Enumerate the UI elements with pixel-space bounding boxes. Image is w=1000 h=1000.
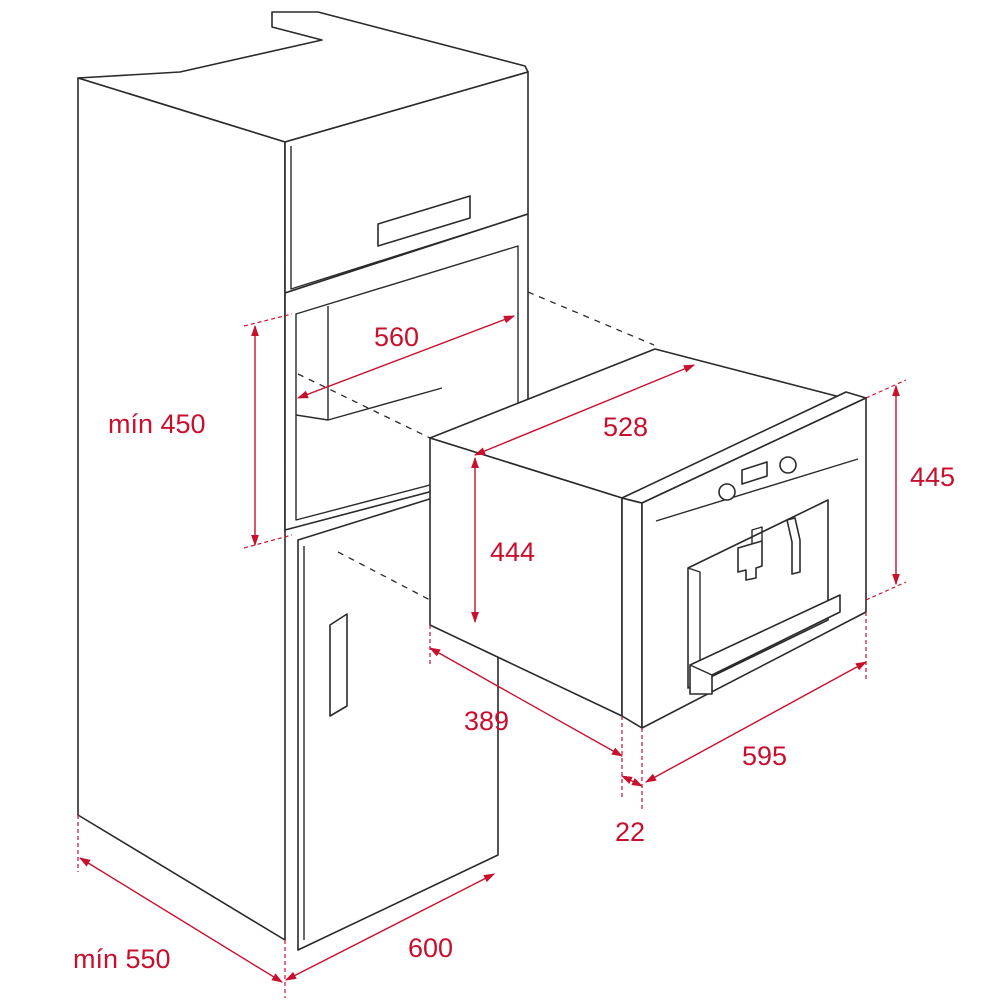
coffee-spout [737, 540, 763, 581]
label-560: 560 [374, 322, 419, 352]
label-444: 444 [490, 537, 535, 567]
label-595: 595 [742, 741, 787, 771]
label-22: 22 [615, 817, 645, 847]
label-528: 528 [603, 412, 648, 442]
dimension-lines [77, 313, 907, 998]
left-knob-icon [718, 483, 736, 501]
recess-inner-edge [687, 567, 701, 676]
right-knob-icon [779, 456, 797, 474]
upper-panel-handle [377, 195, 471, 247]
milk-tube [786, 517, 801, 575]
label-min-450: mín 450 [108, 409, 206, 439]
lower-door-handle [329, 613, 348, 717]
display-screen [741, 461, 768, 485]
label-600: 600 [408, 933, 453, 963]
label-445: 445 [910, 462, 955, 492]
control-strip-line [655, 458, 859, 522]
spout-pipe [751, 526, 763, 544]
label-389: 389 [464, 706, 509, 736]
front-frame-edge [621, 497, 643, 729]
label-min-550: mín 550 [73, 944, 171, 974]
cabinet-side-panel [77, 77, 286, 941]
